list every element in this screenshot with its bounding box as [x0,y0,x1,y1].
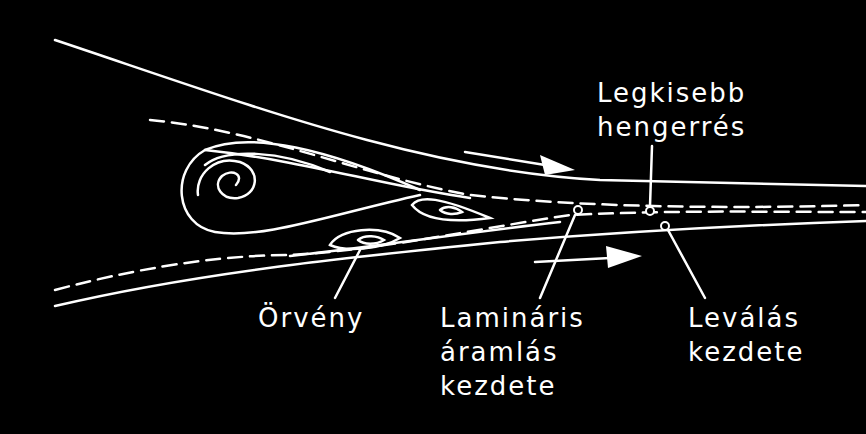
point-marker [661,222,669,230]
small-vortex [412,199,490,220]
flow-arrow [465,152,545,165]
stream-line [290,222,560,256]
arrow-head [540,155,575,175]
arrow-head [606,246,642,268]
vortex-inner-line [205,154,330,172]
leader-line [540,215,575,298]
stream-line [55,212,866,290]
flow-arrow [535,258,610,262]
callout-label: Örvény [258,301,418,335]
leader-line [335,250,360,298]
small-vortex-core [358,236,384,244]
callout-label: Legkisebb hengerrés [597,76,812,144]
leader-line [668,230,705,298]
small-vortex-core [440,207,462,214]
vortex-outline [182,142,420,233]
small-vortex [330,230,400,249]
upper-roll-contour [55,40,866,186]
callout-label: Lamináris áramlás kezdete [440,301,640,403]
callout-label: Leválás kezdete [688,301,848,369]
stream-line [205,150,470,198]
point-marker [646,207,654,215]
point-marker [574,206,582,214]
leader-line [650,146,652,206]
vortex-spiral [198,161,255,199]
stream-line [150,120,866,207]
